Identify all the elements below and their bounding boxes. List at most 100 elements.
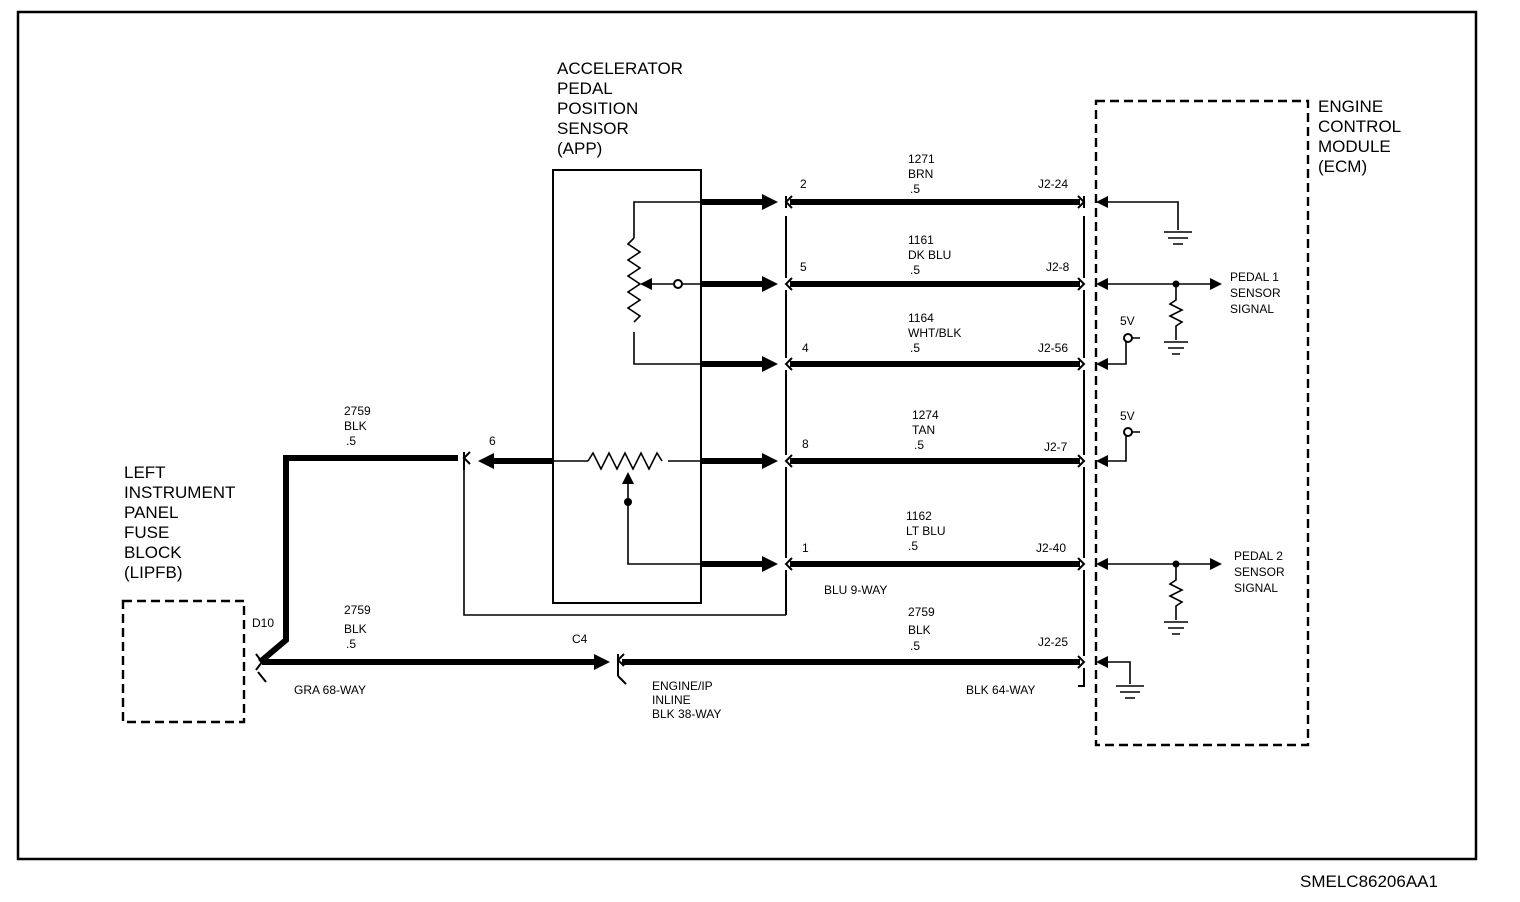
pedal1-arrow-icon	[1210, 278, 1222, 290]
pedal2-arrow-icon	[1210, 558, 1222, 570]
app-component: ACCELERATOR PEDAL POSITION SENSOR (APP)	[552, 59, 702, 604]
pin-label: 4	[802, 341, 809, 355]
pedal2-signal-label: PEDAL 2 SENSOR SIGNAL	[1234, 549, 1288, 595]
circuit-number: 1162	[906, 509, 932, 523]
ecm-j2-25-line	[1098, 661, 1131, 684]
ground-symbol-icon	[1164, 341, 1188, 355]
pin6-label: 6	[489, 434, 496, 448]
ground-ecm-circuit: 2759	[908, 605, 935, 619]
pedal1-pulldown-resistor-icon	[1168, 284, 1184, 340]
ground-ecm-color: BLK	[908, 623, 931, 637]
app-connector-label: BLU 9-WAY	[824, 583, 887, 597]
wire-gauge: .5	[914, 438, 924, 452]
ecm-boundary	[1094, 99, 1310, 747]
app-connector-loop	[463, 470, 786, 616]
ground-symbol-icon	[1116, 685, 1144, 699]
ecm-j2-56-arrow-icon	[1096, 358, 1108, 370]
lipfb-connector	[255, 653, 267, 683]
inline-connector-label: ENGINE/IP INLINE BLK 38-WAY	[652, 679, 721, 721]
pin-label: 5	[800, 260, 807, 274]
app-wire-stubs	[701, 199, 766, 567]
c4-arrow-icon	[594, 654, 610, 670]
pin-label: 1	[802, 541, 809, 555]
circuit-number: 1161	[908, 233, 934, 247]
pin6-arrow-icon	[478, 453, 494, 469]
pin4-arrow-icon	[762, 356, 778, 372]
ecm-connector-label: BLK 64-WAY	[966, 683, 1035, 697]
pin6-connector	[462, 451, 471, 470]
pin-label: 2	[800, 177, 807, 191]
ground-upper-color: BLK	[344, 419, 367, 433]
lipfb-connector-label: GRA 68-WAY	[294, 683, 366, 697]
wire-gauge: .5	[908, 539, 918, 553]
pot2-wiper-node	[624, 498, 632, 506]
lipfb-component: LEFT INSTRUMENT PANEL FUSE BLOCK (LIPFB)	[121, 463, 246, 724]
pot2-resistor-icon	[587, 451, 663, 471]
ecm-j2-8-arrow-icon	[1096, 278, 1108, 290]
ground-symbol-icon	[1164, 231, 1192, 245]
ecm-j2-25-arrow-icon	[1096, 656, 1108, 668]
pedal2-pulldown-resistor-icon	[1168, 564, 1184, 620]
ecm-connector-chevrons	[1077, 195, 1086, 669]
circuit-labels: 2 1271 BRN .5 J2-24 5 1161 DK BLU .5 J2-…	[252, 152, 1288, 721]
ground-upper-gauge: .5	[346, 434, 356, 448]
ecm-pin-label: J2-25	[1038, 635, 1068, 649]
ground-upper-circuit: 2759	[344, 404, 371, 418]
lipfb-boundary	[121, 599, 246, 724]
ecm-internals	[1096, 196, 1222, 699]
ground-riser-wire	[258, 455, 458, 665]
ground-circuit	[255, 451, 1080, 685]
ecm-pin-label: J2-56	[1038, 341, 1068, 355]
pot2-wiper-arrow-icon	[622, 472, 634, 484]
circuit-number: 1271	[908, 152, 935, 166]
wire-color: DK BLU	[908, 248, 951, 262]
pin2-arrow-icon	[762, 194, 778, 210]
lipfb-label: LEFT INSTRUMENT PANEL FUSE BLOCK (LIPFB)	[124, 463, 240, 582]
ecm-pin-label: J2-40	[1036, 541, 1066, 555]
inline-pin-label: C4	[572, 632, 588, 646]
ground-lower-circuit: 2759	[344, 603, 371, 617]
inline-connector	[616, 653, 627, 685]
app-connector-chevrons	[784, 195, 793, 571]
ecm-j2-7-line	[1098, 431, 1140, 462]
diagram-id: SMELC86206AA1	[1300, 872, 1438, 891]
wire-color: TAN	[912, 423, 935, 437]
ecm-pin-label: J2-7	[1044, 440, 1068, 454]
ecm-j2-7-arrow-icon	[1096, 455, 1108, 467]
pot2-wiper	[627, 480, 701, 565]
app-label: ACCELERATOR PEDAL POSITION SENSOR (APP)	[557, 59, 688, 158]
ground-ecm-gauge: .5	[910, 639, 920, 653]
fuse-pin-label: D10	[252, 616, 274, 630]
pin1-arrow-icon	[762, 556, 778, 572]
ground-lower-gauge: .5	[346, 637, 356, 651]
ecm-label: ENGINE CONTROL MODULE (ECM)	[1318, 97, 1405, 176]
ref2-node	[1123, 427, 1133, 437]
harness-wires	[701, 194, 1086, 687]
ecm-connector-outline	[1078, 196, 1085, 687]
pedal1-signal-label: PEDAL 1 SENSOR SIGNAL	[1230, 270, 1284, 316]
ground-lower-color: BLK	[344, 622, 367, 636]
ecm-pin-label: J2-24	[1038, 177, 1068, 191]
pin5-arrow-icon	[762, 276, 778, 292]
pot1-resistor-icon	[626, 237, 642, 323]
ref1-node	[1123, 333, 1133, 343]
ecm-component: ENGINE CONTROL MODULE (ECM)	[1094, 97, 1405, 747]
circuit-number: 1164	[908, 311, 934, 325]
pot1-wiper-arrow-icon	[640, 278, 652, 290]
wire-color: BRN	[908, 167, 933, 181]
ecm-j2-24-line	[1098, 201, 1179, 230]
diagram-frame	[16, 10, 1478, 861]
pot1-wiper-node	[673, 279, 683, 289]
ecm-j2-24-arrow-icon	[1096, 196, 1108, 208]
ref1-voltage-label: 5V	[1120, 314, 1135, 328]
app-housing	[552, 169, 702, 604]
wire-gauge: .5	[910, 341, 920, 355]
wire-color: WHT/BLK	[908, 326, 961, 340]
wire-gauge: .5	[910, 182, 920, 196]
ecm-j2-40-arrow-icon	[1096, 558, 1108, 570]
wire-color: LT BLU	[906, 524, 946, 538]
app-pot1-leads	[633, 201, 701, 365]
ground-symbol-icon	[1164, 621, 1188, 635]
circuit-number: 1274	[912, 408, 939, 422]
